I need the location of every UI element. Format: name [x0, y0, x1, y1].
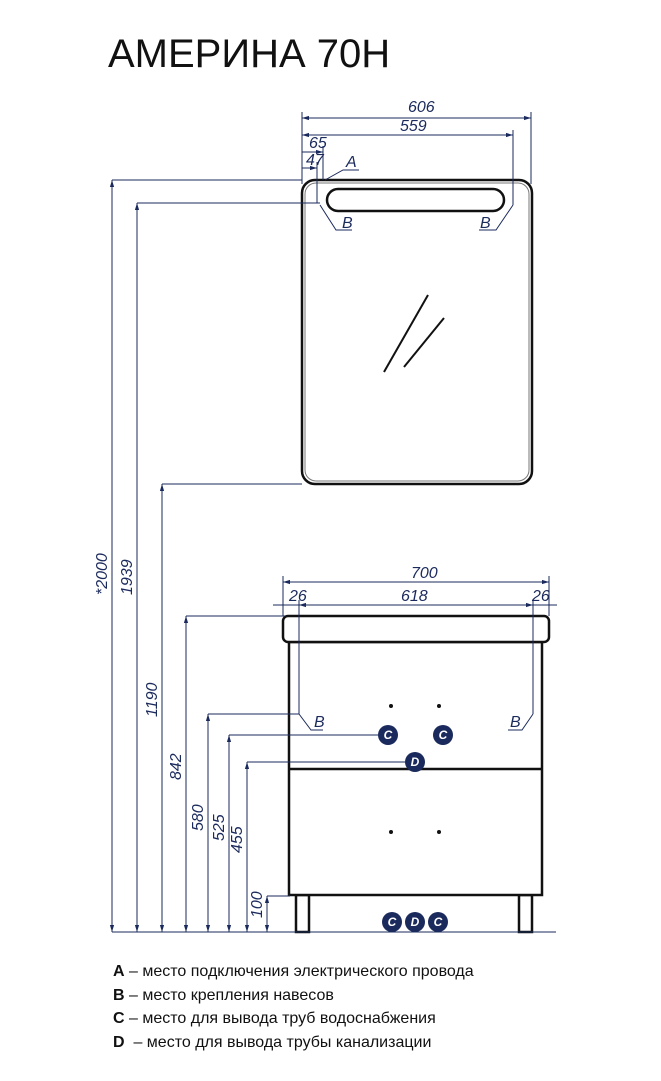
marker-b: B [342, 215, 353, 232]
dim-525: 525 [211, 814, 228, 841]
cabinet-dimensions: 700 618 26 26 B B [273, 565, 557, 731]
reflection-line [403, 317, 445, 368]
legend: A – место подключения электрического про… [113, 960, 474, 1054]
dim-606: 606 [408, 99, 435, 116]
marker-b: B [510, 714, 521, 731]
marker-c: C [433, 725, 453, 745]
dim-1190: 1190 [144, 682, 161, 717]
leg [294, 893, 311, 934]
dim-580: 580 [190, 804, 207, 831]
dim-65: 65 [309, 135, 327, 152]
svg-text:C: C [439, 728, 448, 742]
legend-item-d: D – место для вывода трубы канализации [113, 1033, 432, 1051]
dim-618: 618 [401, 588, 428, 605]
dim-1939: 1939 [119, 559, 136, 595]
marker-a: A [345, 154, 357, 171]
dim-842: 842 [168, 753, 185, 780]
marker-b: B [314, 714, 325, 731]
marker-d: D [405, 912, 425, 932]
dim-700: 700 [411, 565, 438, 582]
marker-c: C [382, 912, 402, 932]
svg-text:C: C [384, 728, 393, 742]
washbasin-top [281, 614, 551, 644]
svg-text:D: D [411, 755, 420, 769]
marker-d: D [405, 752, 425, 772]
mirror [300, 178, 534, 486]
dim-26-right: 26 [531, 588, 550, 605]
svg-text:D: D [411, 915, 420, 929]
marker-b: B [480, 215, 491, 232]
reflection-line [383, 294, 429, 373]
dim-100: 100 [249, 891, 266, 918]
vertical-dimensions: *2000 1939 1190 842 580 525 455 100 [94, 179, 556, 933]
legend-item-a: A – место подключения электрического про… [113, 963, 474, 980]
leg [517, 893, 534, 934]
connection-markers: C C D C D C [378, 725, 453, 932]
dim-455: 455 [229, 826, 246, 853]
dim-47: 47 [306, 152, 325, 169]
legend-item-b: B – место крепления навесов [113, 986, 334, 1004]
mirror-dimensions: 606 559 65 47 A B B [301, 99, 532, 232]
marker-c: C [378, 725, 398, 745]
marker-c: C [428, 912, 448, 932]
legend-item-c: C – место для вывода труб водоснабжения [113, 1010, 436, 1027]
vanity-cabinet [281, 614, 551, 934]
dim-2000: *2000 [94, 553, 111, 595]
svg-text:C: C [388, 915, 397, 929]
light-strip [325, 187, 506, 213]
dim-559: 559 [400, 118, 427, 135]
dim-26-left: 26 [288, 588, 307, 605]
drawing-title: АМЕРИНА 70Н [108, 32, 391, 76]
svg-text:C: C [434, 915, 443, 929]
